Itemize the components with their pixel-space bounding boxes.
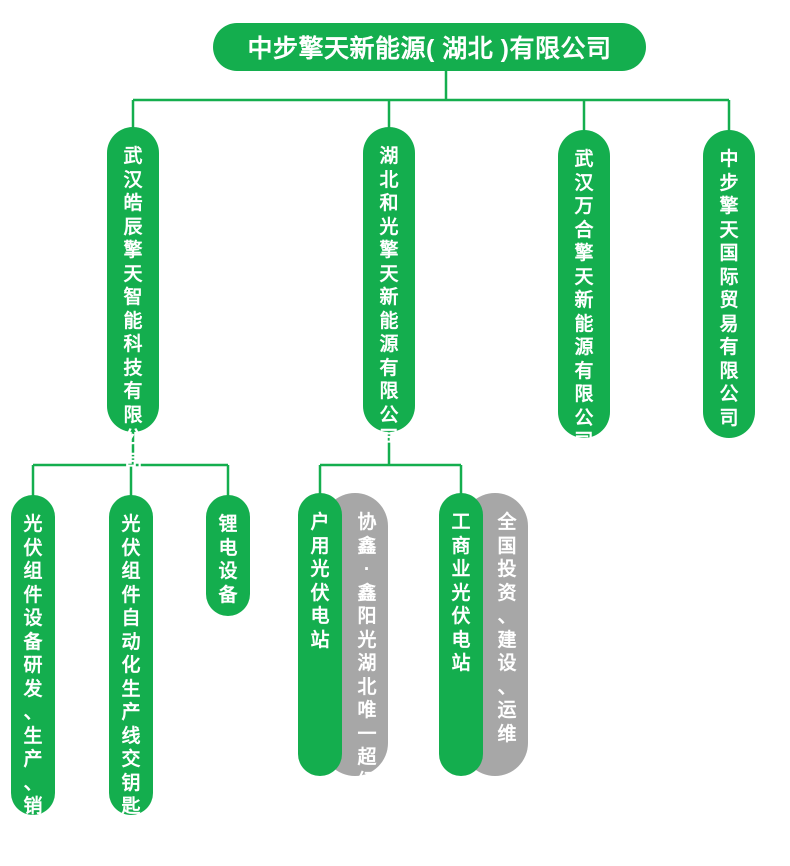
subsidiary-wuhan-wanhe-label: 武汉万合擎天新能源有限公司 xyxy=(574,149,594,452)
business-pv-turnkey-node: 光伏组件自动化生产线交钥匙工程 xyxy=(109,495,153,864)
subsidiary-international-trade-label: 中步擎天国际贸易有限公司 xyxy=(719,149,739,429)
subsidiary-international-trade-node: 中步擎天国际贸易有限公司 xyxy=(703,130,755,438)
residential-pv-note-label: 协鑫·鑫阳光湖北唯一超级大商 xyxy=(357,512,377,839)
subsidiary-wuhan-haochen-node: 武汉皓辰擎天智能科技有限公司 xyxy=(107,127,159,473)
residential-pv-node: 户用光伏电站 xyxy=(298,493,342,776)
business-pv-equipment-node: 光伏组件设备研发、生产、销售 xyxy=(11,495,55,841)
business-lithium-equipment-node: 锂电设备 xyxy=(206,495,250,616)
commercial-pv-node: 工商业光伏电站 xyxy=(439,493,483,776)
subsidiary-wuhan-wanhe-node: 武汉万合擎天新能源有限公司 xyxy=(558,130,610,452)
root-company-label: 中步擎天新能源( 湖北 )有限公司 xyxy=(247,35,612,63)
subsidiary-hubei-heguang-node: 湖北和光擎天新能源有限公司 xyxy=(363,127,415,449)
commercial-pv-note-label: 全国投资、建设、运维 xyxy=(497,512,517,745)
business-pv-equipment-label: 光伏组件设备研发、生产、销售 xyxy=(23,514,43,841)
business-pv-turnkey-label: 光伏组件自动化生产线交钥匙工程 xyxy=(121,514,141,864)
subsidiary-hubei-heguang-label: 湖北和光擎天新能源有限公司 xyxy=(379,146,399,449)
residential-pv-label: 户用光伏电站 xyxy=(310,512,330,651)
subsidiary-wuhan-haochen-label: 武汉皓辰擎天智能科技有限公司 xyxy=(123,146,143,473)
commercial-pv-label: 工商业光伏电站 xyxy=(451,512,471,674)
root-company-node: 中步擎天新能源( 湖北 )有限公司 xyxy=(213,23,646,71)
business-lithium-equipment-label: 锂电设备 xyxy=(218,514,238,606)
